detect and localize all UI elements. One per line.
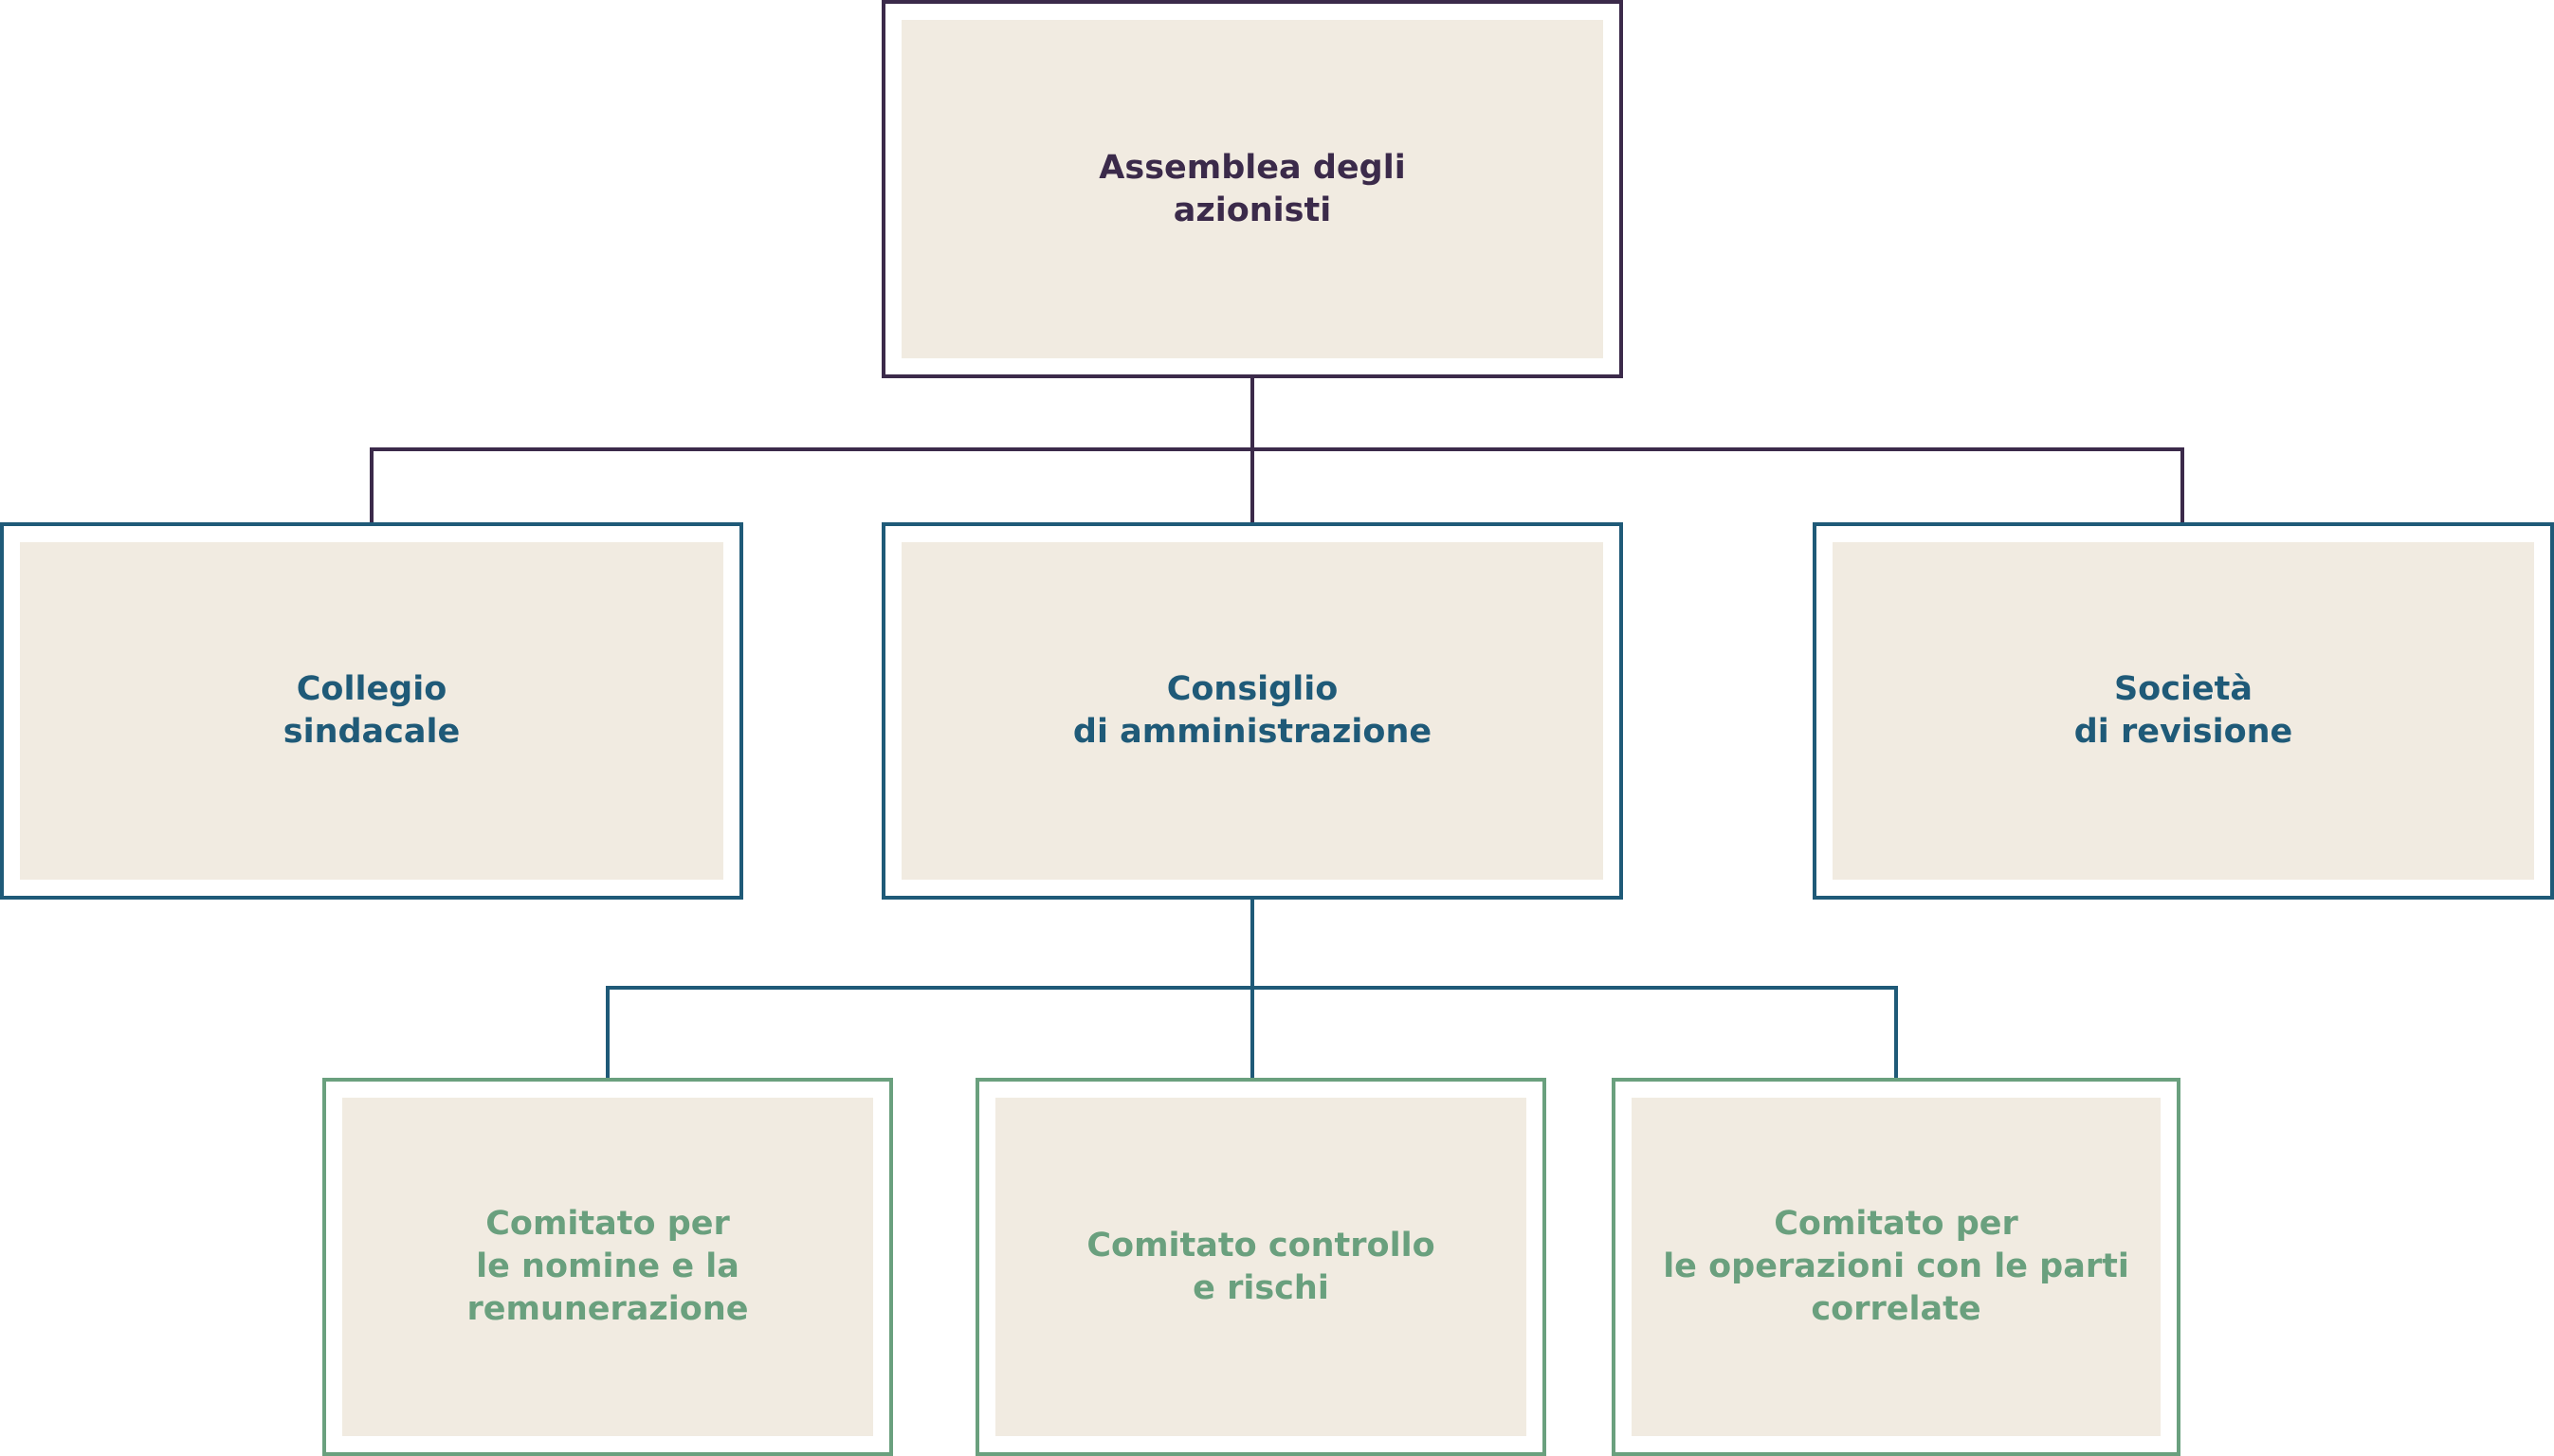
node-label: Collegio sindacale [283,670,461,751]
node-assemblea-degli-azionisti: Assemblea degli azionisti [882,0,1623,378]
node-fill: Comitato per le nomine e la remunerazion… [342,1098,873,1436]
node-label: Consiglio di amministrazione [1072,670,1432,751]
node-label: Assemblea degli azionisti [1099,148,1406,229]
node-comitato-controllo-rischi: Comitato controllo e rischi [976,1078,1546,1456]
node-fill: Consiglio di amministrazione [902,542,1603,880]
connector-assemblea-branch [370,447,2184,522]
node-fill: Società di revisione [1833,542,2534,880]
node-fill: Collegio sindacale [20,542,723,880]
node-consiglio-di-amministrazione: Consiglio di amministrazione [882,522,1623,900]
node-label: Comitato per le nomine e la remunerazion… [466,1205,749,1328]
node-fill: Comitato per le operazioni con le parti … [1632,1098,2161,1436]
node-comitato-parti-correlate: Comitato per le operazioni con le parti … [1612,1078,2180,1456]
node-label: Comitato controllo e rischi [1086,1226,1435,1307]
node-fill: Assemblea degli azionisti [902,20,1603,358]
node-label: Società di revisione [2073,670,2293,751]
node-collegio-sindacale: Collegio sindacale [0,522,743,900]
node-label: Comitato per le operazioni con le parti … [1663,1205,2129,1328]
node-fill: Comitato controllo e rischi [995,1098,1526,1436]
node-comitato-nomine-remunerazione: Comitato per le nomine e la remunerazion… [322,1078,893,1456]
node-societa-di-revisione: Società di revisione [1813,522,2554,900]
